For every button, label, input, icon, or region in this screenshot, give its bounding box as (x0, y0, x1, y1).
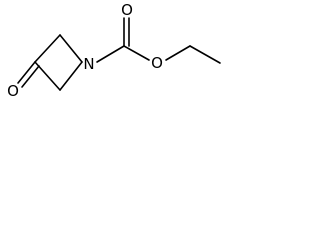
bond-c4-n (59, 61, 83, 91)
ester-carbonyl-oxygen-label: O (121, 1, 133, 19)
bond-c3-o-ketone-b (21, 65, 40, 88)
bond-c-o-ether (123, 45, 150, 61)
structure-diagram: N O O O (7, 1, 221, 100)
bond-c3-o-ketone-a (17, 61, 36, 84)
ether-oxygen-label: O (151, 54, 163, 72)
bond-o-ch2 (165, 45, 191, 61)
bond-ch2-ch3 (189, 45, 221, 64)
bond-n-c2 (59, 34, 83, 63)
bond-c2-c3 (34, 34, 61, 63)
ring-nitrogen-label: N (83, 55, 94, 73)
ketone-oxygen-label: O (7, 82, 19, 100)
bond-n-c-carbonyl (96, 45, 125, 63)
